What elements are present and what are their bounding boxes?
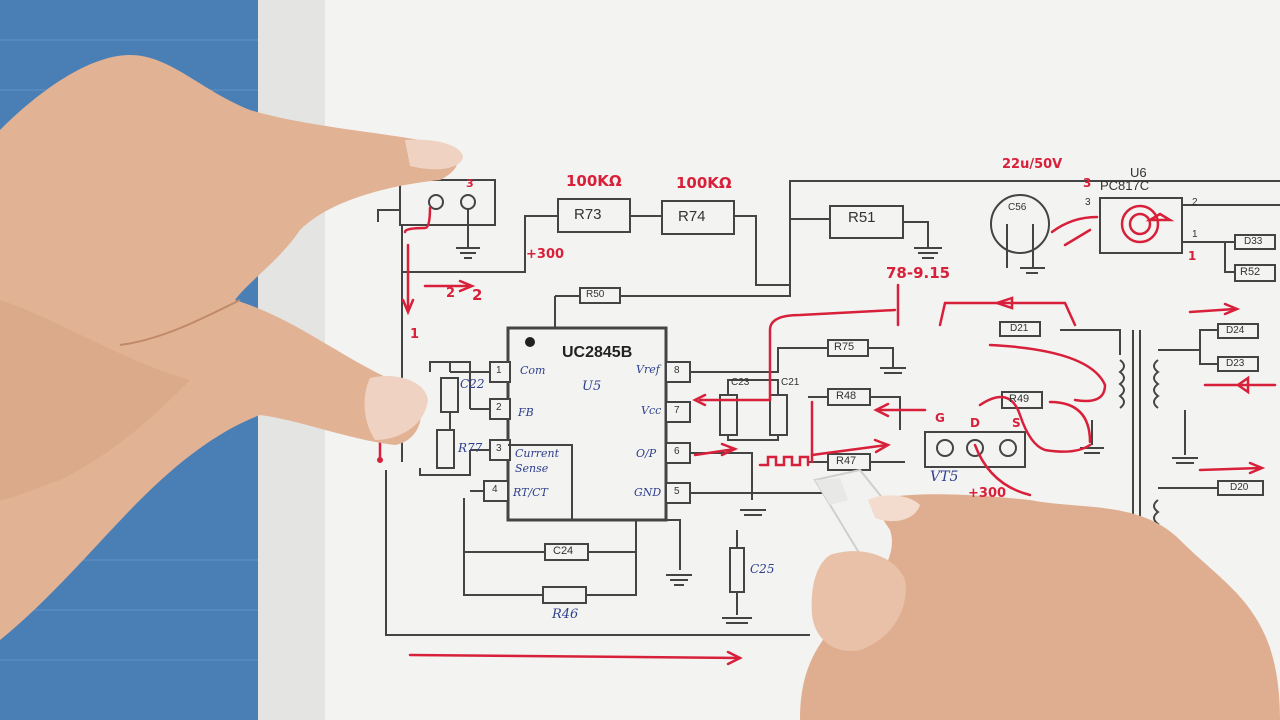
voltage-range: 78-9.15 — [886, 264, 951, 282]
pin8-number: 8 — [674, 365, 680, 376]
pin-gnd-label: GND — [634, 486, 662, 499]
pin2-box — [489, 398, 511, 420]
pin6-number: 6 — [674, 446, 680, 457]
ic-pin1-dot — [525, 337, 535, 347]
c23-label: C23 — [731, 377, 750, 388]
d20-label: D20 — [1230, 482, 1249, 493]
r48-label: R48 — [836, 390, 857, 402]
pin1-box — [489, 361, 511, 383]
c22-label: C22 — [460, 377, 485, 391]
d21-body — [999, 321, 1041, 337]
pin-op-label: O/P — [636, 447, 657, 460]
d33-body — [1234, 234, 1276, 250]
r46-body — [542, 586, 587, 604]
pin4-number: 4 — [492, 484, 498, 495]
c25-label: C25 — [750, 562, 775, 576]
v300-label-a: +300 — [526, 247, 565, 262]
r73-label: R73 — [574, 206, 602, 223]
component-boxes — [483, 198, 1276, 604]
red-annotations — [378, 204, 1277, 666]
opto-mark-1: 1 — [1188, 249, 1197, 263]
r51-label: R51 — [848, 209, 876, 226]
c24-body — [544, 543, 589, 561]
r77-label: R77 — [458, 441, 483, 455]
ic-ref: U5 — [582, 379, 602, 394]
step-3: 3 — [466, 177, 474, 190]
pin8-box — [665, 361, 691, 383]
r73-body — [557, 198, 631, 233]
step-2: 2 — [472, 286, 483, 304]
d24-label: D24 — [1226, 325, 1245, 336]
pin7-box — [665, 401, 691, 423]
pin-rtct-label: RT/CT — [513, 486, 548, 499]
r52-body — [1234, 264, 1276, 282]
r74-body — [661, 200, 735, 235]
c21-label: C21 — [781, 377, 800, 388]
r47-label: R47 — [836, 455, 857, 467]
d20-body — [1217, 480, 1264, 496]
d33-label: D33 — [1244, 236, 1263, 247]
pin-sense-label: Sense — [515, 462, 549, 475]
r49-body — [1001, 391, 1043, 409]
circle-2: 2 — [446, 286, 456, 301]
r75-label: R75 — [834, 341, 855, 353]
r50-body — [579, 287, 621, 304]
ic-body — [506, 326, 668, 522]
r48-body — [827, 388, 871, 406]
r51-body — [829, 205, 904, 239]
pin4-box — [483, 480, 509, 502]
vt5-gate: G — [935, 411, 945, 425]
r49-label: R49 — [1009, 393, 1030, 405]
ic-name: UC2845B — [562, 344, 633, 361]
pin3-number: 3 — [496, 443, 502, 454]
c24-label: C24 — [553, 545, 574, 557]
r75-body — [827, 339, 869, 357]
vt5-source: S — [1012, 416, 1021, 430]
pin2-number: 2 — [496, 402, 502, 413]
d23-body — [1217, 356, 1259, 372]
d24-body — [1217, 323, 1259, 339]
vt5-label: VT5 — [930, 469, 959, 485]
r52-label: R52 — [1240, 266, 1261, 278]
pin5-number: 5 — [674, 486, 680, 497]
pin-current-label: Current — [515, 447, 560, 460]
r74-value: 100KΩ — [676, 174, 732, 192]
pin1-number: 1 — [496, 365, 502, 376]
d23-label: D23 — [1226, 358, 1245, 369]
opto-mark-3: 3 — [1083, 176, 1092, 190]
r74-label: R74 — [678, 208, 706, 225]
pin-fb-label: FB — [518, 406, 534, 419]
opto-pin2: 2 — [1192, 197, 1198, 208]
vt5-drain: D — [970, 416, 980, 430]
opto-name: PC817C — [1100, 178, 1150, 193]
d21-label: D21 — [1010, 323, 1029, 334]
opto-pin1: 1 — [1192, 229, 1198, 240]
opto-ref: U6 — [1130, 165, 1147, 180]
ic-inner-line — [508, 444, 573, 520]
opto-pin3: 3 — [1085, 197, 1091, 208]
r46-label: R46 — [552, 607, 579, 622]
c56-value: 22u/50V — [1002, 157, 1063, 172]
step-1: 1 — [410, 327, 420, 342]
pin-vcc-label: Vcc — [641, 404, 662, 417]
left-hand — [0, 55, 463, 640]
right-hand — [800, 468, 1280, 720]
pin3-box — [489, 439, 511, 461]
pin-com-label: Com — [520, 364, 546, 377]
c56-label: C56 — [1008, 202, 1027, 213]
r50-label: R50 — [586, 289, 605, 300]
r47-body — [827, 453, 871, 471]
pin7-number: 7 — [674, 405, 680, 416]
pin6-box — [665, 442, 691, 464]
red-dot — [377, 457, 383, 463]
pin5-box — [665, 482, 691, 504]
pin-vref-label: Vref — [636, 363, 660, 376]
v300-label-b: +300 — [968, 486, 1007, 501]
r73-value: 100KΩ — [566, 172, 622, 190]
